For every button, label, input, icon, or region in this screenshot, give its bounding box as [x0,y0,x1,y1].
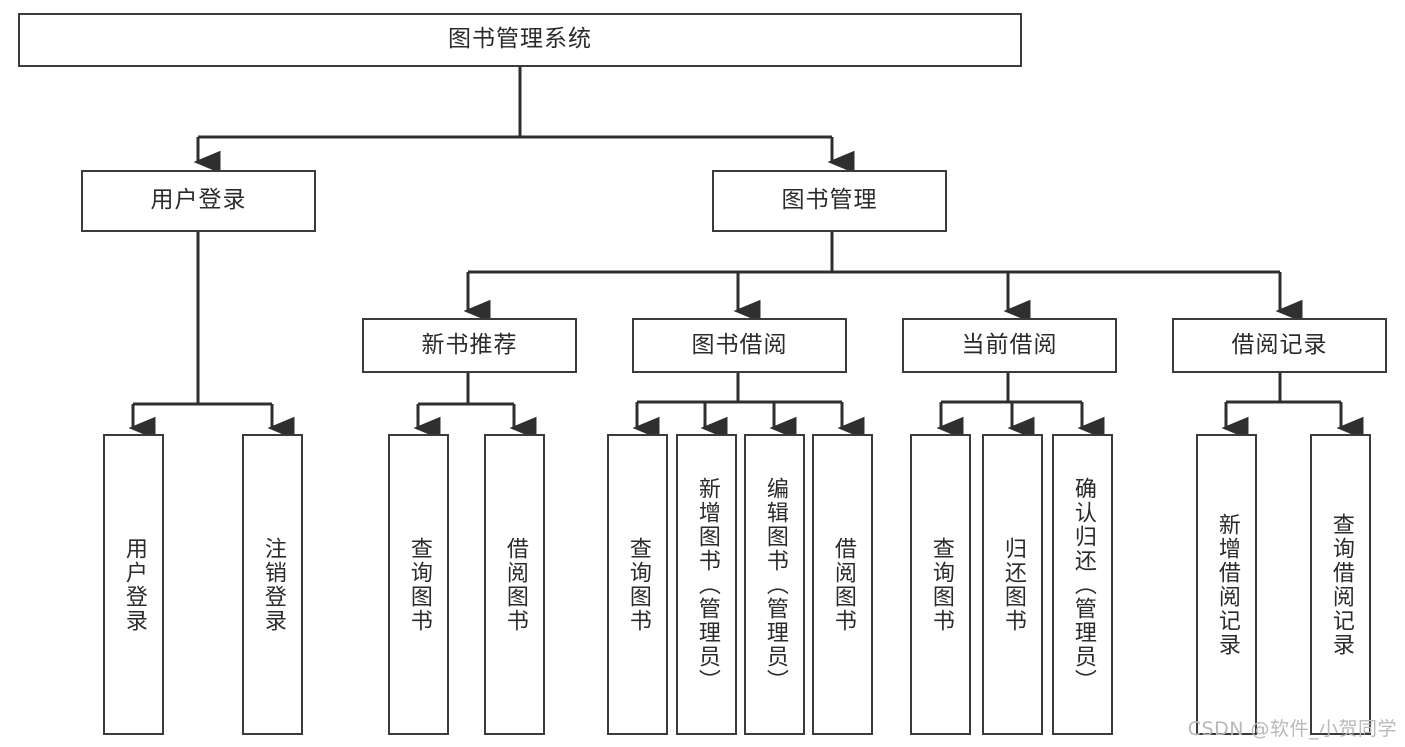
leaf-user-login-logout[interactable]: 注销登录 [242,434,303,735]
leaf-current-confirm-return-admin[interactable]: 确认归还（管理员） [1052,434,1113,735]
leaf-user-login-login[interactable]: 用户登录 [103,434,164,735]
node-new-book-recommend[interactable]: 新书推荐 [362,318,577,373]
leaf-new-book-borrow[interactable]: 借阅图书 [484,434,545,735]
leaf-new-book-query[interactable]: 查询图书 [388,434,449,735]
node-label: 借阅图书 [830,536,856,633]
node-label: 用户登录 [150,187,247,214]
node-label: 新增借阅记录 [1214,512,1240,657]
leaf-current-return-book[interactable]: 归还图书 [982,434,1043,735]
node-label: 查询图书 [625,536,651,633]
watermark-text: CSDN @软件_小贺同学 [1187,718,1397,740]
node-borrow-record[interactable]: 借阅记录 [1172,318,1387,373]
node-label: 新书推荐 [421,331,518,358]
node-label: 借阅记录 [1231,331,1328,358]
node-label: 图书管理系统 [448,26,592,53]
leaf-borrow-borrow-book[interactable]: 借阅图书 [812,434,873,735]
node-root-book-management-system[interactable]: 图书管理系统 [18,13,1022,67]
node-label: 查询图书 [406,536,432,633]
leaf-borrow-query-book[interactable]: 查询图书 [607,434,668,735]
node-user-login[interactable]: 用户登录 [81,170,316,232]
node-current-borrow[interactable]: 当前借阅 [902,318,1117,373]
leaf-record-add-record[interactable]: 新增借阅记录 [1196,434,1257,735]
node-label: 图书管理 [781,187,878,214]
node-label: 借阅图书 [502,536,528,633]
node-label: 注销登录 [260,536,286,633]
node-label: 用户登录 [121,536,147,633]
node-label: 图书借阅 [691,331,788,358]
node-book-management[interactable]: 图书管理 [712,170,947,232]
node-label: 确认归还（管理员） [1070,476,1096,693]
node-label: 查询借阅记录 [1328,512,1354,657]
leaf-borrow-edit-book-admin[interactable]: 编辑图书（管理员） [744,434,805,735]
leaf-current-query-book[interactable]: 查询图书 [910,434,971,735]
node-label: 归还图书 [1000,536,1026,633]
node-label: 新增图书（管理员） [694,476,720,693]
leaf-borrow-add-book-admin[interactable]: 新增图书（管理员） [676,434,737,735]
node-book-borrow[interactable]: 图书借阅 [632,318,847,373]
leaf-record-query-record[interactable]: 查询借阅记录 [1310,434,1371,735]
node-label: 查询图书 [928,536,954,633]
node-label: 编辑图书（管理员） [762,476,788,693]
node-label: 当前借阅 [961,331,1058,358]
